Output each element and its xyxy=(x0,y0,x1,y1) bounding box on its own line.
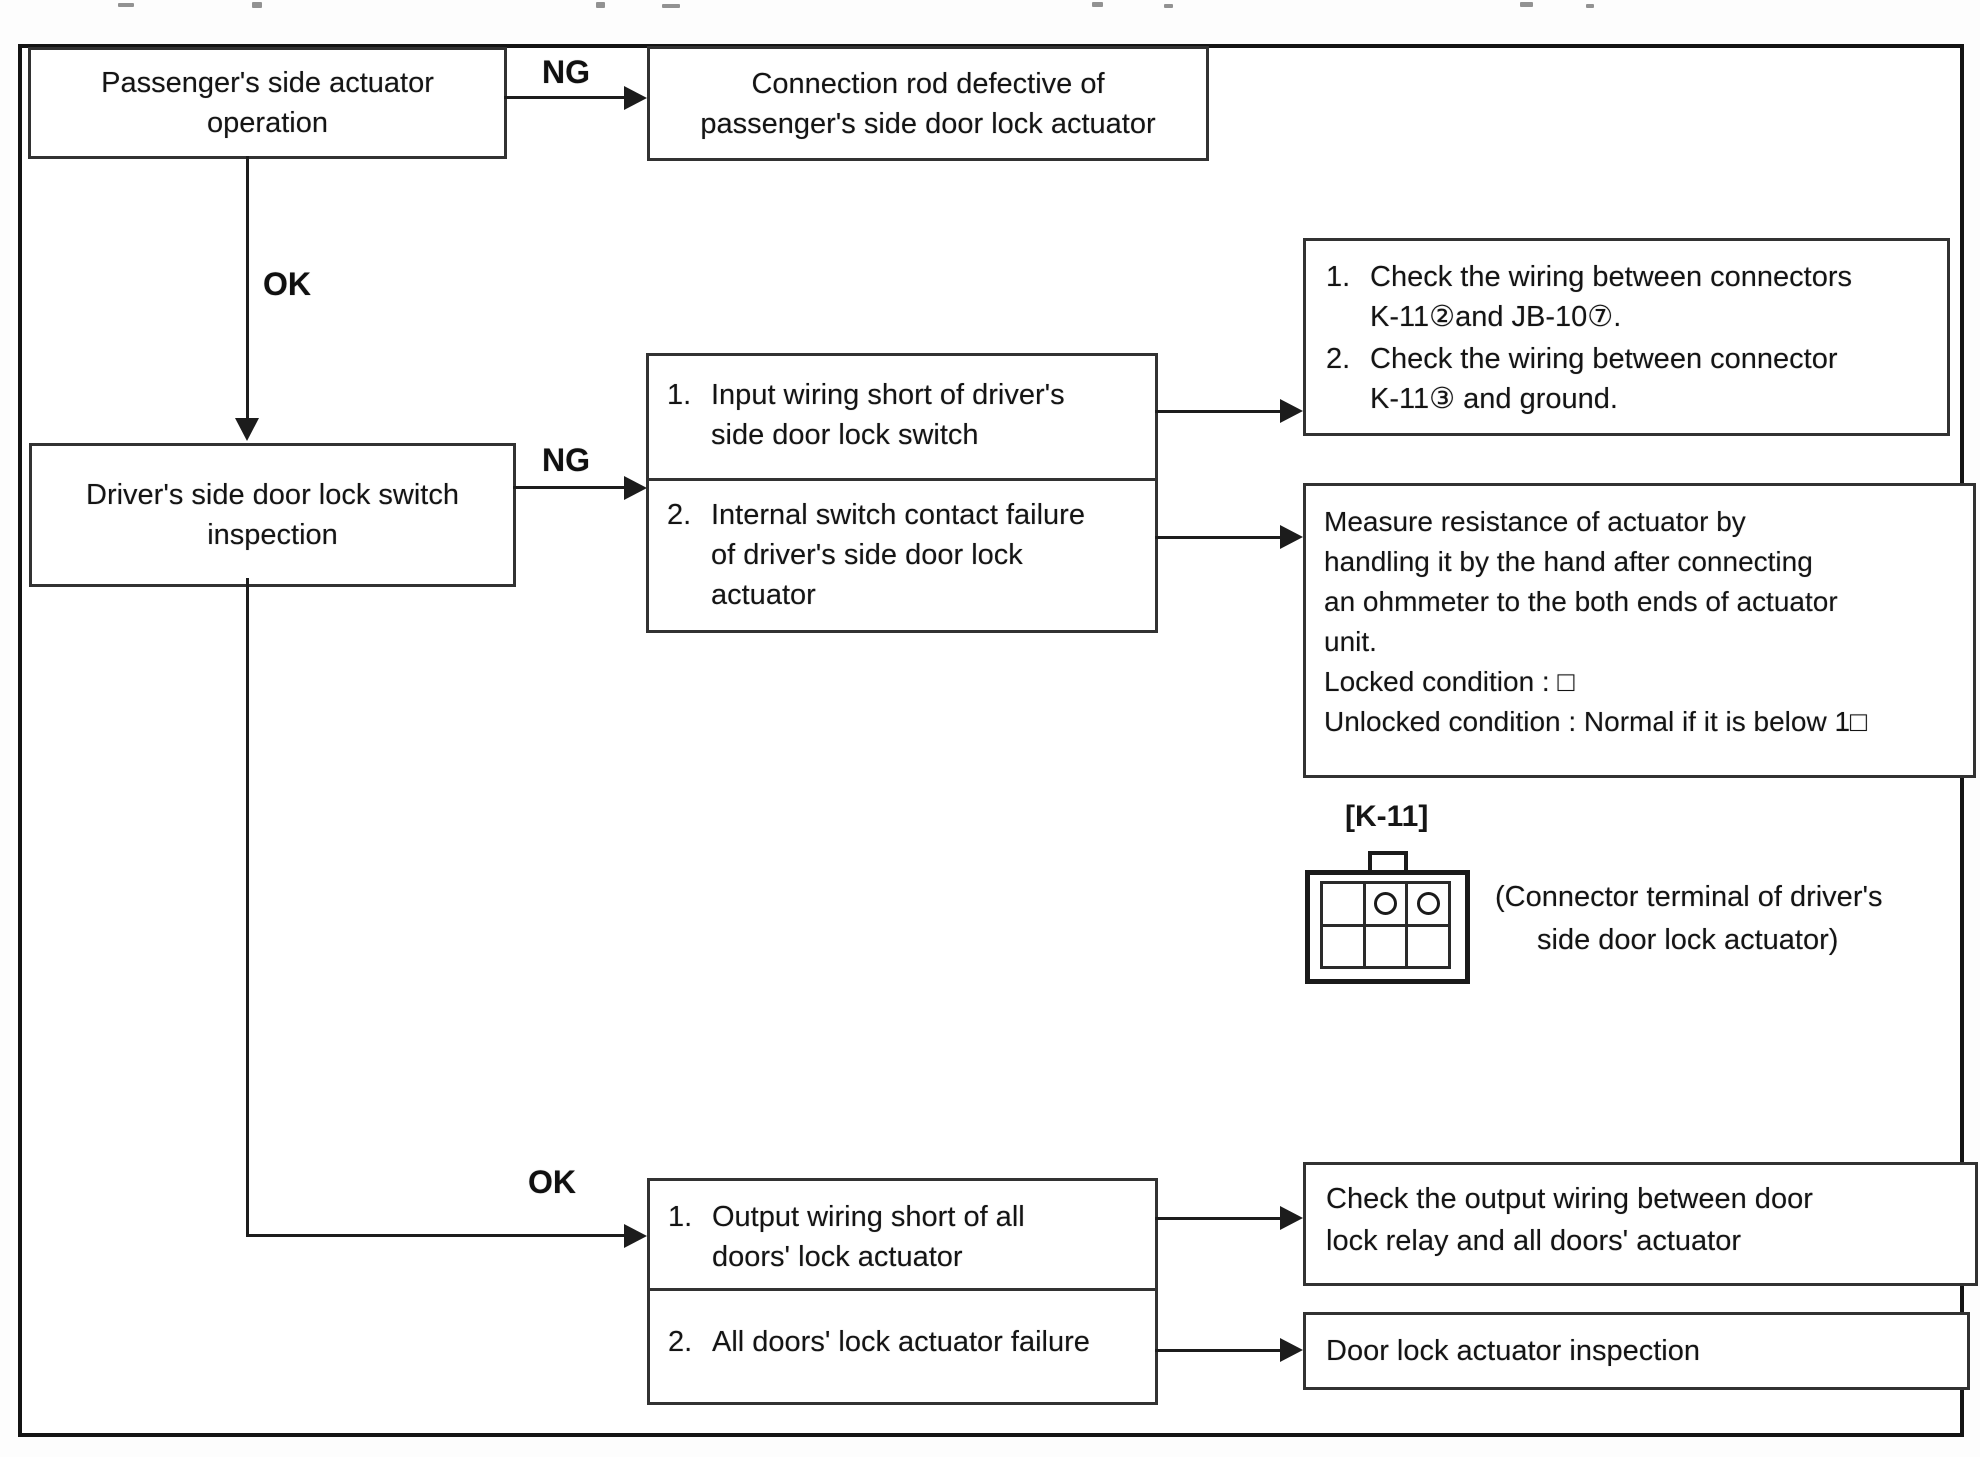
pin-cell xyxy=(1323,884,1363,924)
arrowhead-right-icon xyxy=(1280,525,1303,549)
item-marker: 2. xyxy=(668,1326,693,1358)
scan-artifact xyxy=(1586,4,1594,8)
scan-artifact xyxy=(662,4,680,8)
scan-artifact xyxy=(596,2,605,8)
item-text: Output wiring short of all doors' lock a… xyxy=(712,1201,1025,1273)
connector-line xyxy=(246,1234,626,1237)
connector-line xyxy=(1155,1217,1283,1220)
node-measure-resistance: Measure resistance of actuator by handli… xyxy=(1303,483,1976,778)
node-text-line: Passenger's side actuator xyxy=(101,67,434,99)
edge-label-ok: OK xyxy=(263,266,311,302)
pin-cell xyxy=(1323,926,1363,966)
pin-cell xyxy=(1365,926,1406,966)
node-causes-driver-side: 1. Input wiring short of driver's side d… xyxy=(646,353,1158,633)
scan-artifact xyxy=(252,2,262,8)
cause-item: 2. Internal switch contact failure of dr… xyxy=(649,455,1155,615)
edge-label-ng: NG xyxy=(542,54,590,90)
split-divider xyxy=(648,478,1156,481)
node-causes-all-doors: 1. Output wiring short of all doors' loc… xyxy=(647,1178,1158,1405)
scan-artifact xyxy=(1520,2,1533,7)
node-actuator-inspection: Door lock actuator inspection xyxy=(1303,1312,1970,1390)
scan-artifact xyxy=(1092,2,1103,7)
node-passenger-actuator-operation: Passenger's side actuator operation xyxy=(28,47,507,159)
connector-line xyxy=(513,486,626,489)
item-text: Internal switch contact failure of drive… xyxy=(711,499,1085,611)
item-text: Check the wiring between connector K-11③… xyxy=(1370,343,1838,415)
terminal-hole-icon xyxy=(1416,892,1440,916)
connector-caption: (Connector terminal of driver's side doo… xyxy=(1495,881,1883,956)
check-item: 1. Check the wiring between connectors K… xyxy=(1306,241,1947,337)
pin-cell xyxy=(1408,884,1448,924)
item-marker: 1. xyxy=(667,379,692,411)
terminal-hole-icon xyxy=(1373,892,1397,916)
connector-line xyxy=(1155,1349,1283,1352)
arrowhead-right-icon xyxy=(1280,1206,1303,1230)
connector-tab xyxy=(1368,851,1408,874)
arrowhead-down-icon xyxy=(235,418,259,441)
node-text-line: operation xyxy=(207,107,328,139)
pin-cell xyxy=(1408,926,1448,966)
check-item: 2. Check the wiring between connector K-… xyxy=(1306,337,1947,419)
node-check-output-wiring: Check the output wiring between door loc… xyxy=(1303,1162,1978,1286)
connector-line xyxy=(246,156,249,420)
node-text-line: inspection xyxy=(207,519,338,551)
item-text: All doors' lock actuator failure xyxy=(712,1326,1090,1358)
node-check-wiring: 1. Check the wiring between connectors K… xyxy=(1303,238,1950,436)
pin-cell xyxy=(1365,884,1406,924)
connector-name-label: [K-11] xyxy=(1345,800,1429,833)
connector-line xyxy=(246,578,249,1237)
node-text-line: Connection rod defective of xyxy=(751,67,1105,100)
connector-line xyxy=(504,96,626,99)
node-text-line: passenger's side door lock actuator xyxy=(700,107,1156,140)
edge-label-ng: NG xyxy=(542,442,590,478)
edge-label-ok: OK xyxy=(528,1164,576,1200)
item-marker: 1. xyxy=(1326,261,1351,293)
item-text: Check the wiring between connectors K-11… xyxy=(1370,261,1852,333)
arrowhead-right-icon xyxy=(624,86,647,110)
cause-item: 1. Input wiring short of driver's side d… xyxy=(649,356,1155,455)
arrowhead-right-icon xyxy=(1280,399,1303,423)
arrowhead-right-icon xyxy=(624,1224,647,1248)
arrowhead-right-icon xyxy=(1280,1338,1303,1362)
connector-line xyxy=(1155,410,1283,413)
item-text: Input wiring short of driver's side door… xyxy=(711,379,1065,451)
cause-item: 1. Output wiring short of all doors' loc… xyxy=(650,1181,1155,1277)
item-marker: 2. xyxy=(667,499,692,531)
node-connection-rod-defective: Connection rod defective of passenger's … xyxy=(647,46,1209,161)
node-text-line: Driver's side door lock switch xyxy=(86,479,459,511)
item-marker: 1. xyxy=(668,1201,693,1233)
node-driver-switch-inspection: Driver's side door lock switch inspectio… xyxy=(29,443,516,587)
split-divider xyxy=(649,1288,1156,1291)
arrowhead-right-icon xyxy=(624,476,647,500)
connector-pin-grid xyxy=(1320,881,1451,969)
item-marker: 2. xyxy=(1326,343,1351,375)
connector-line xyxy=(1155,536,1283,539)
scan-artifact xyxy=(1164,4,1173,8)
cause-item: 2. All doors' lock actuator failure xyxy=(650,1277,1155,1362)
scan-artifact xyxy=(118,3,134,7)
